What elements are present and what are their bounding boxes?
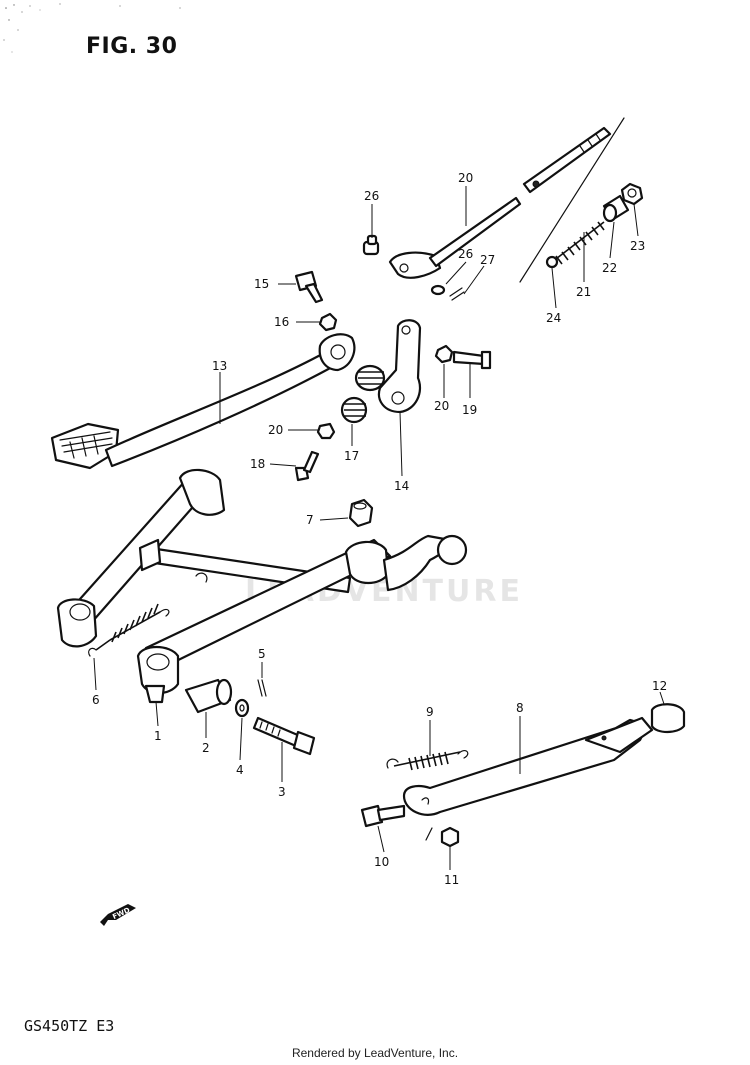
part-6-spring bbox=[88, 603, 170, 657]
callout-25: 24 bbox=[546, 311, 561, 325]
part-17-spring bbox=[340, 396, 368, 424]
part-14-arm-plate bbox=[377, 319, 422, 414]
callout-11: 11 bbox=[444, 873, 459, 887]
part-23-sleeve bbox=[602, 194, 630, 223]
callout-8: 8 bbox=[516, 701, 524, 715]
part-16-nut bbox=[318, 312, 338, 332]
callout-22: 21 bbox=[576, 285, 591, 299]
callout-3: 3 bbox=[278, 785, 286, 799]
callout-9: 9 bbox=[426, 705, 434, 719]
callout-17: 17 bbox=[344, 449, 359, 463]
callout-5: 5 bbox=[258, 647, 266, 661]
callout-1: 1 bbox=[154, 729, 162, 743]
callout-19: 19 bbox=[462, 403, 477, 417]
part-1-center-stand bbox=[56, 468, 468, 704]
forward-arrow-icon: FWD bbox=[100, 904, 136, 926]
fwd-label: FWD bbox=[111, 906, 131, 921]
callout-2: 2 bbox=[202, 741, 210, 755]
callout-28: 27 bbox=[480, 253, 495, 267]
part-10-bolt bbox=[360, 804, 406, 828]
part-28-cotter-pin bbox=[449, 287, 465, 301]
figure-title: FIG. 30 bbox=[86, 34, 178, 59]
callout-26: 26 bbox=[364, 189, 379, 203]
callout-7: 7 bbox=[306, 513, 314, 527]
assembly-line bbox=[519, 117, 625, 283]
part-19-bolt bbox=[452, 350, 492, 370]
callout-20-right: 20 bbox=[434, 399, 449, 413]
scan-noise bbox=[3, 3, 181, 53]
part-5-cotter-pin bbox=[257, 679, 267, 697]
callout-24: 23 bbox=[630, 239, 645, 253]
part-21-rod-end bbox=[522, 126, 612, 194]
footer-credit: Rendered by LeadVenture, Inc. bbox=[291, 1046, 459, 1060]
callout-6: 6 bbox=[92, 693, 100, 707]
part-9-spring bbox=[386, 750, 469, 771]
part-8-side-stand bbox=[402, 716, 654, 816]
callout-10: 10 bbox=[374, 855, 389, 869]
part-15-bolt bbox=[294, 270, 324, 304]
callout-12: 12 bbox=[652, 679, 667, 693]
callout-21: 20 bbox=[458, 171, 473, 185]
part-24-nut bbox=[620, 182, 644, 206]
part-2-sleeve bbox=[184, 678, 233, 714]
part-27-washer bbox=[430, 284, 446, 296]
part-4-washer bbox=[234, 698, 250, 718]
callout-4: 4 bbox=[236, 763, 244, 777]
part-13-brake-pedal bbox=[50, 333, 356, 470]
part-26-pin bbox=[362, 234, 380, 256]
callout-20-left: 20 bbox=[268, 423, 283, 437]
part-14-spring-coil bbox=[354, 364, 386, 392]
callout-labels: 26 20 26 27 15 16 13 20 17 14 18 7 20 19… bbox=[92, 171, 667, 887]
part-22-spring bbox=[545, 221, 605, 269]
callout-15: 15 bbox=[254, 277, 269, 291]
part-12-stopper bbox=[650, 703, 686, 734]
part-3-bolt bbox=[252, 716, 316, 756]
callout-27: 26 bbox=[458, 247, 473, 261]
callout-14: 14 bbox=[394, 479, 409, 493]
part-21-brake-rod bbox=[388, 196, 522, 279]
callout-23: 22 bbox=[602, 261, 617, 275]
callout-16: 16 bbox=[274, 315, 289, 329]
part-20-nut-right bbox=[434, 344, 454, 364]
part-20-nut-left bbox=[316, 422, 336, 440]
callout-18: 18 bbox=[250, 457, 265, 471]
leader-lines bbox=[93, 186, 665, 870]
callout-13: 13 bbox=[212, 359, 227, 373]
part-7-nut bbox=[348, 498, 374, 528]
part-18-bolt bbox=[294, 450, 320, 482]
part-11-nut bbox=[425, 826, 460, 848]
model-code: GS450TZ E3 bbox=[24, 1017, 115, 1035]
